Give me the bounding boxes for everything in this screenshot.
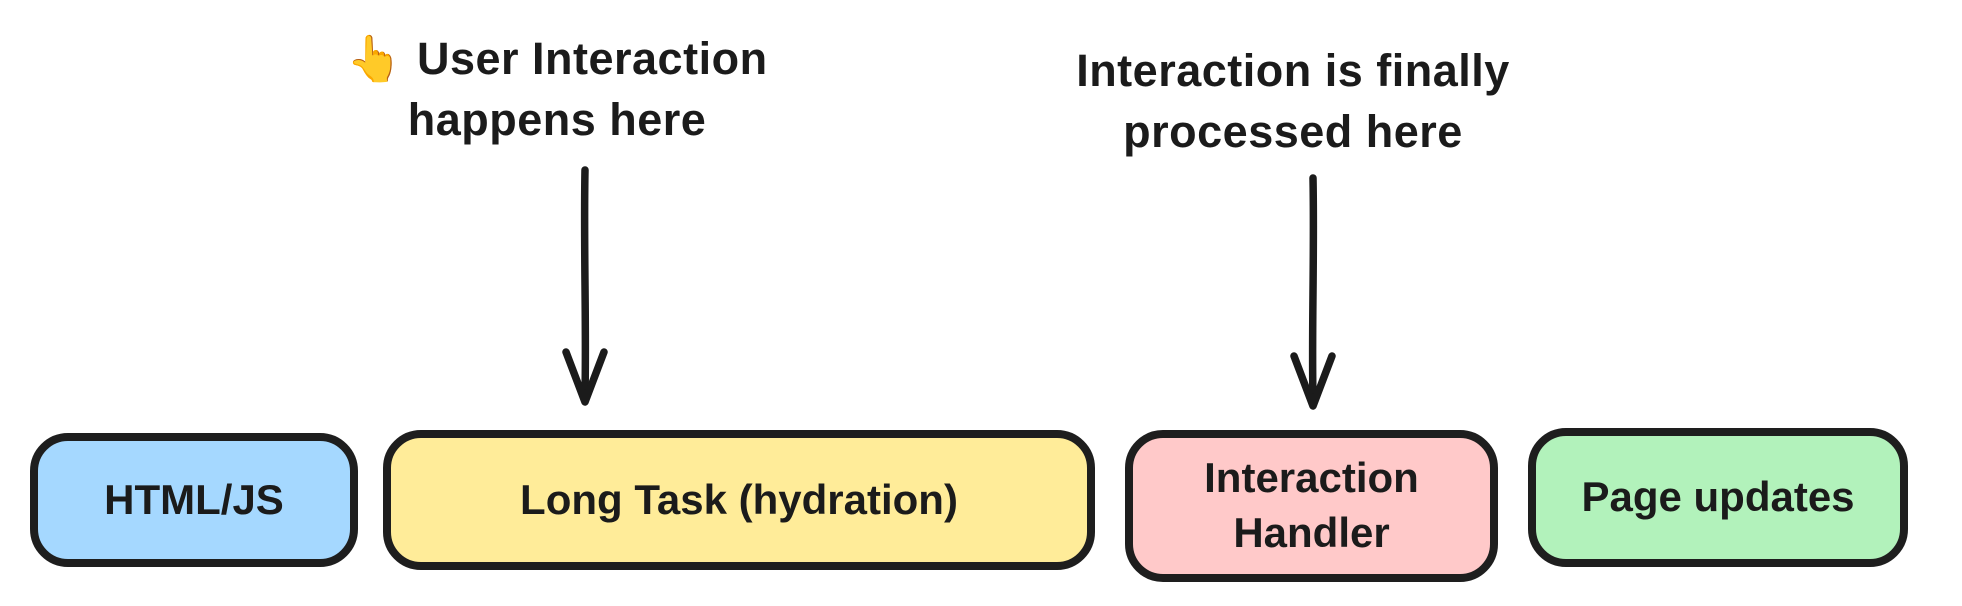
box-label: HTML/JS [104, 475, 284, 523]
annotation-line-2: happens here [407, 94, 707, 146]
annotation-line-2: processed here [1123, 106, 1463, 158]
box-label: Long Task (hydration) [520, 475, 958, 523]
annotation-line-1: Interaction is finally [1076, 45, 1510, 96]
box-label: Interaction Handler [1204, 454, 1419, 556]
box-long-task-hydration: Long Task (hydration) [383, 430, 1095, 570]
box-interaction-handler: Interaction Handler [1125, 430, 1498, 582]
annotation-interaction-processed: Interaction is finally processed here [1013, 40, 1573, 162]
box-html-js: HTML/JS [30, 433, 358, 567]
annotation-user-interaction: 👆 User Interaction happens here [247, 28, 867, 150]
pointing-up-icon: 👆 [346, 32, 403, 85]
arrow-down-to-interaction-handler [1290, 174, 1336, 410]
box-label: Page updates [1581, 473, 1855, 521]
annotation-line-1: 👆 User Interaction [247, 28, 867, 89]
annotation-text: User Interaction [416, 33, 768, 84]
box-page-updates: Page updates [1528, 428, 1908, 567]
arrow-down-to-long-task [562, 166, 608, 406]
